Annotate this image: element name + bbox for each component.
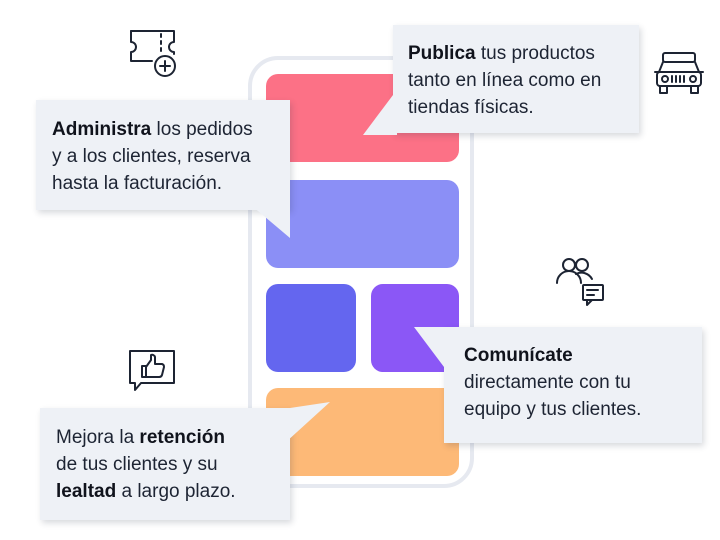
- thumbs-up-icon: [127, 348, 177, 394]
- callout-mejora: Mejora la retención de tus clientes y su…: [40, 402, 330, 520]
- callout-text: directamente con tu: [464, 372, 631, 393]
- callout-text: los pedidos: [151, 119, 253, 140]
- callout-bold-text: Comunícate: [464, 345, 573, 366]
- callout-tail: [252, 206, 290, 238]
- block-indigo: [266, 284, 356, 372]
- callout-text: Mejora la: [56, 427, 140, 448]
- callout-tail: [286, 402, 330, 442]
- callout-text: tiendas físicas.: [408, 97, 534, 118]
- callout-bold-text: retención: [139, 427, 225, 448]
- block-orange: [266, 388, 459, 476]
- users-chat-icon: [556, 257, 608, 307]
- callout-tail: [414, 327, 448, 367]
- callout-line: Publica tus productos: [408, 40, 627, 67]
- block-blue: [266, 180, 459, 268]
- callout-tail: [363, 95, 397, 135]
- callout-line: Administra los pedidos: [52, 116, 280, 143]
- callout-text: a largo plazo.: [116, 481, 236, 502]
- callout-bold-text: lealtad: [56, 481, 117, 502]
- callout-bold-text: Administra: [52, 119, 152, 140]
- callout-line: lealtad a largo plazo.: [56, 478, 280, 505]
- callout-publica: Publica tus productos tanto en línea com…: [363, 25, 639, 135]
- callout-bold-text: Publica: [408, 43, 476, 64]
- callout-text: tanto en línea como en: [408, 70, 602, 91]
- callout-comunicate: Comunícate directamente con tu equipo y …: [414, 327, 702, 443]
- callout-administra: Administra los pedidos y a los clientes,…: [36, 100, 290, 238]
- callout-text: hasta la facturación.: [52, 173, 223, 194]
- ticket-add-icon: [128, 28, 182, 80]
- vehicle-icon: [654, 50, 704, 100]
- callout-text: tus productos: [475, 43, 595, 64]
- callout-text: y a los clientes, reserva: [52, 146, 251, 167]
- callout-text: equipo y tus clientes.: [464, 399, 642, 420]
- callout-line: Comunícate: [464, 342, 692, 369]
- callout-line: Mejora la retención: [56, 424, 280, 451]
- callout-text: de tus clientes y su: [56, 454, 218, 475]
